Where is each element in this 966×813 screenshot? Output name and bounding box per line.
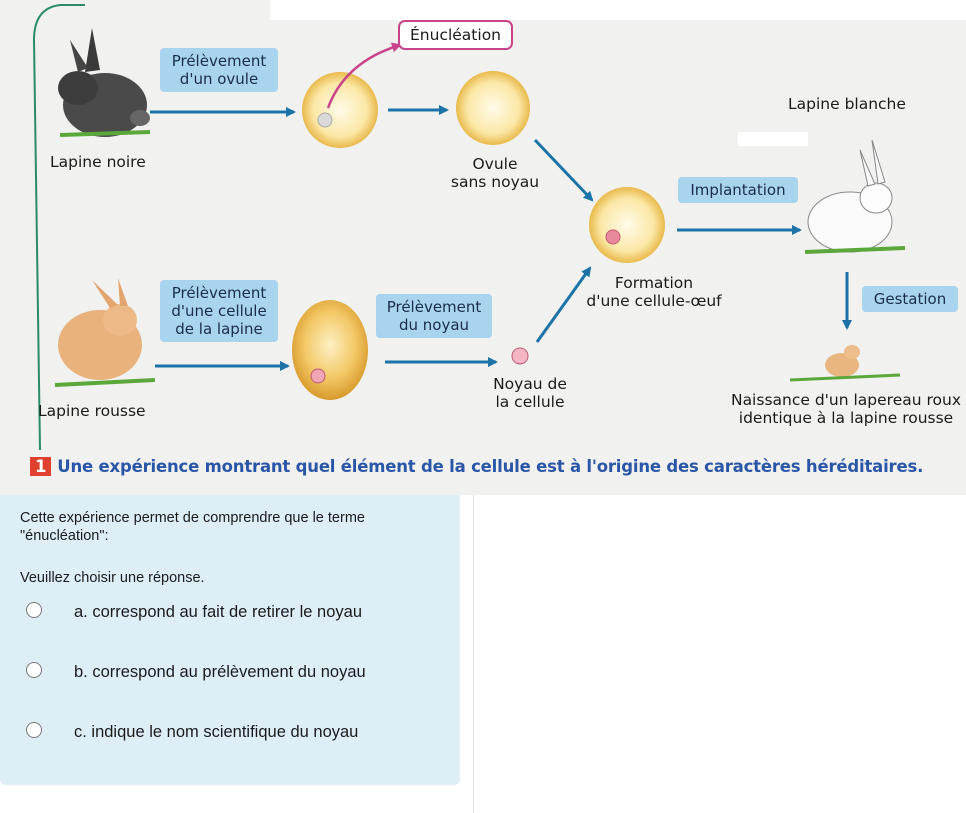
caption-text: Une expérience montrant quel élément de … bbox=[57, 457, 924, 476]
radio-button-a[interactable] bbox=[26, 602, 42, 618]
prelevement-noyau-box: Prélèvement du noyau bbox=[376, 294, 492, 338]
black-rabbit-icon bbox=[58, 28, 151, 137]
egg-cell bbox=[589, 187, 665, 263]
lapine-rousse-label: Lapine rousse bbox=[38, 402, 146, 420]
figure-caption: 1 Une expérience montrant quel élément de… bbox=[30, 457, 923, 476]
frame-line bbox=[32, 4, 85, 451]
prelevement-cellule-box: Prélèvement d'une cellule de la lapine bbox=[160, 280, 278, 342]
body-cell-nucleus bbox=[310, 368, 326, 384]
ovule-nucleus bbox=[317, 112, 333, 128]
answer-option-c-label[interactable]: c. indique le nom scientifique du noyau bbox=[74, 723, 359, 741]
egg-cell-nucleus bbox=[605, 229, 621, 245]
ovule-sans-noyau-label: Ovule sans noyau bbox=[450, 155, 540, 191]
white-rabbit-icon bbox=[738, 132, 906, 254]
column-divider bbox=[473, 495, 474, 813]
arrow-nucleus-removal bbox=[326, 42, 402, 109]
formation-label: Formation d'une cellule-œuf bbox=[586, 274, 722, 310]
red-rabbit-icon bbox=[54, 278, 156, 387]
answer-instruction: Veuillez choisir une réponse. bbox=[20, 570, 205, 586]
diagram-image: Énucléation Prélèvement d'un ovule Lapin… bbox=[0, 0, 966, 495]
naissance-label: Naissance d'un lapereau roux identique à… bbox=[730, 391, 962, 427]
enucleation-label: Énucléation bbox=[398, 20, 513, 50]
ovule-cell bbox=[302, 72, 378, 148]
arrow-to-egg bbox=[533, 138, 594, 202]
question-panel: Cette expérience permet de comprendre qu… bbox=[0, 495, 460, 785]
noyau-cellule-label: Noyau de la cellule bbox=[493, 375, 567, 411]
implantation-box: Implantation bbox=[678, 177, 798, 203]
diagram-drawing bbox=[32, 0, 966, 451]
radio-button-c[interactable] bbox=[26, 722, 42, 738]
question-text: Cette expérience permet de comprendre qu… bbox=[20, 510, 365, 544]
radio-button-b[interactable] bbox=[26, 662, 42, 678]
baby-rabbit-icon bbox=[789, 345, 901, 382]
answer-option-b-label[interactable]: b. correspond au prélèvement du noyau bbox=[74, 663, 366, 681]
enucleated-ovule bbox=[456, 71, 530, 145]
prelevement-ovule-box: Prélèvement d'un ovule bbox=[160, 48, 278, 92]
body-cell bbox=[292, 300, 368, 400]
lapine-noire-label: Lapine noire bbox=[50, 153, 146, 171]
answer-option-a-label[interactable]: a. correspond au fait de retirer le noya… bbox=[74, 603, 363, 621]
caption-number: 1 bbox=[30, 457, 52, 476]
scan-margin bbox=[270, 0, 966, 20]
lapine-blanche-label: Lapine blanche bbox=[788, 95, 906, 113]
arrow-nucleus-to-egg bbox=[535, 266, 592, 343]
gestation-box: Gestation bbox=[862, 286, 958, 312]
extracted-nucleus bbox=[511, 347, 529, 365]
